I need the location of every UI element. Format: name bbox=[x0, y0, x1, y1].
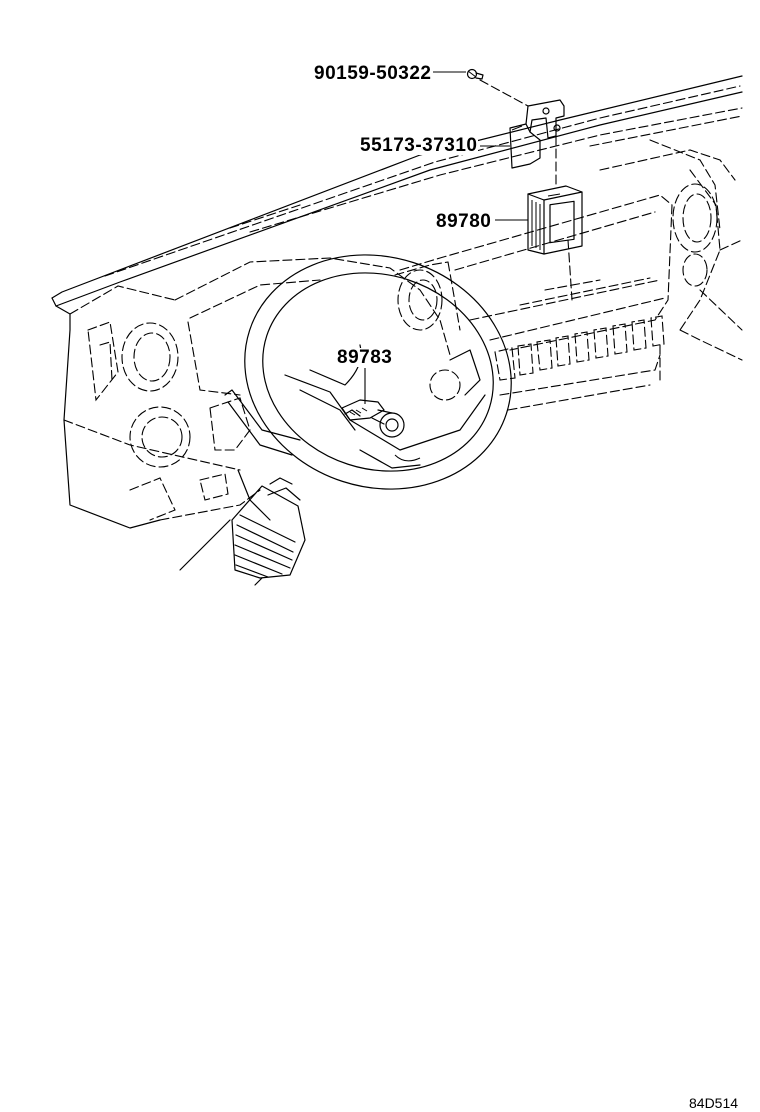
bolt bbox=[466, 68, 484, 80]
dashboard-outline bbox=[51, 75, 743, 529]
part-number-bolt: 90159-50322 bbox=[314, 63, 432, 84]
part-number-bracket: 55173-37310 bbox=[360, 135, 478, 156]
part-number-computer: 89780 bbox=[436, 211, 492, 232]
computer-module bbox=[527, 185, 583, 255]
steering-column bbox=[179, 477, 306, 586]
diagram-code: 84D514 bbox=[689, 1095, 739, 1111]
leader-lines bbox=[364, 71, 557, 404]
bracket bbox=[509, 99, 565, 169]
part-number-transponder: 89783 bbox=[337, 347, 393, 368]
transponder-amplifier bbox=[341, 399, 405, 438]
